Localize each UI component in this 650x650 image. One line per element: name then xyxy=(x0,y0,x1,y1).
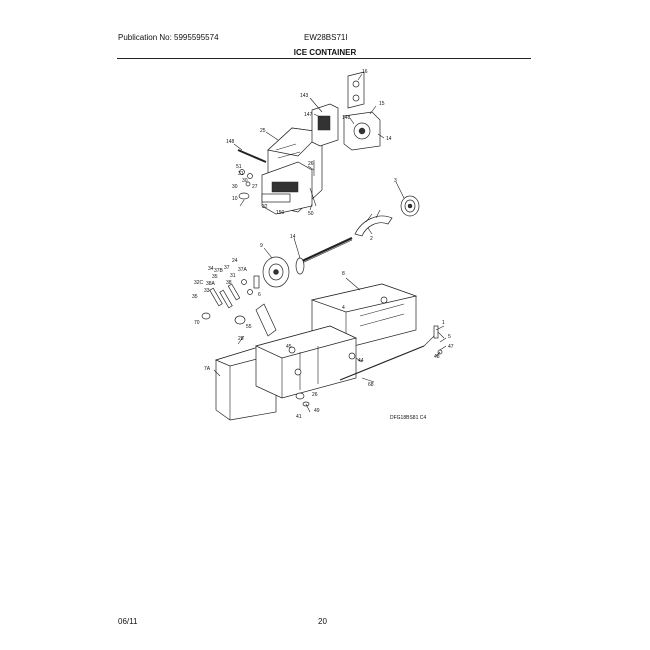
callout: 27 xyxy=(252,184,258,190)
callout: 148 xyxy=(226,139,235,145)
callout: 1 xyxy=(442,320,445,326)
callout: 6 xyxy=(258,292,261,298)
callout: 51 xyxy=(236,164,242,170)
callout: 38A xyxy=(206,281,216,287)
callout: 32C xyxy=(194,280,204,286)
header-rule xyxy=(117,58,531,59)
figure-id: DFG18BS81 C4 xyxy=(390,415,426,421)
callout: 38 xyxy=(226,280,232,286)
ice-maker-housing xyxy=(261,127,323,215)
callout: 55 xyxy=(246,324,252,330)
auger-wheel xyxy=(262,256,290,288)
callout: 26 xyxy=(308,161,314,167)
publication-number: Publication No: 5995595574 xyxy=(118,33,219,42)
callout: 34 xyxy=(208,266,214,272)
callout: 14 xyxy=(386,136,392,142)
callout: 4 xyxy=(342,305,345,311)
callout: 148 xyxy=(342,115,351,121)
callout: 37B xyxy=(214,268,224,274)
lower-parts xyxy=(295,325,445,407)
ice-maker-head xyxy=(311,103,381,151)
callouts: 16 143 147 15 148 14 25 26 148 51 31 30 … xyxy=(192,69,454,420)
callout: 10 xyxy=(232,196,238,202)
ice-container-chute xyxy=(254,325,358,399)
callout: 7A xyxy=(204,366,211,372)
left-small-parts xyxy=(201,275,277,337)
callout: 5 xyxy=(448,334,451,340)
ice-maker-bracket xyxy=(347,71,365,109)
callout: 15 xyxy=(379,101,385,107)
callout: 28 xyxy=(238,336,244,342)
callout: 37 xyxy=(224,265,230,271)
callout: 33 xyxy=(204,288,210,294)
callout: 45 xyxy=(286,344,292,350)
callout: 16 xyxy=(362,69,368,75)
model-number: EW28BS71I xyxy=(304,33,348,42)
callout: 3 xyxy=(394,178,397,184)
page-number: 20 xyxy=(318,617,327,626)
drive-gear xyxy=(400,195,420,217)
callout: 30 xyxy=(242,178,248,184)
callout: 24 xyxy=(232,258,238,264)
callout: 14 xyxy=(290,234,296,240)
callout: 31 xyxy=(238,171,244,177)
callout: 31 xyxy=(230,273,236,279)
auger-shaft xyxy=(295,237,353,275)
footer-date: 06/11 xyxy=(118,617,138,626)
callout: 37A xyxy=(238,267,248,273)
section-title: ICE CONTAINER xyxy=(293,48,357,57)
callout: 8 xyxy=(342,271,345,277)
callout: 26 xyxy=(312,392,318,398)
callout: 30 xyxy=(232,184,238,190)
callout: 150 xyxy=(276,210,285,216)
callout: 35 xyxy=(192,294,198,300)
callout: 48 xyxy=(434,354,440,360)
callout: 68 xyxy=(368,382,374,388)
leader-lines xyxy=(213,73,447,413)
callout: 50 xyxy=(308,211,314,217)
callout: 143 xyxy=(300,93,309,99)
callout: 32 xyxy=(262,204,268,210)
auger-crusher xyxy=(354,209,393,237)
callout: 70 xyxy=(194,320,200,326)
callout: 2 xyxy=(370,236,373,242)
upper-small-parts xyxy=(237,149,317,207)
callout: 49 xyxy=(314,408,320,414)
callout: 47 xyxy=(448,344,454,350)
callout: 9 xyxy=(260,243,263,249)
callout: 44 xyxy=(358,358,364,364)
callout: 35 xyxy=(212,274,218,280)
callout: 41 xyxy=(296,414,302,420)
callout: 147 xyxy=(304,112,313,118)
callout: 25 xyxy=(260,128,266,134)
